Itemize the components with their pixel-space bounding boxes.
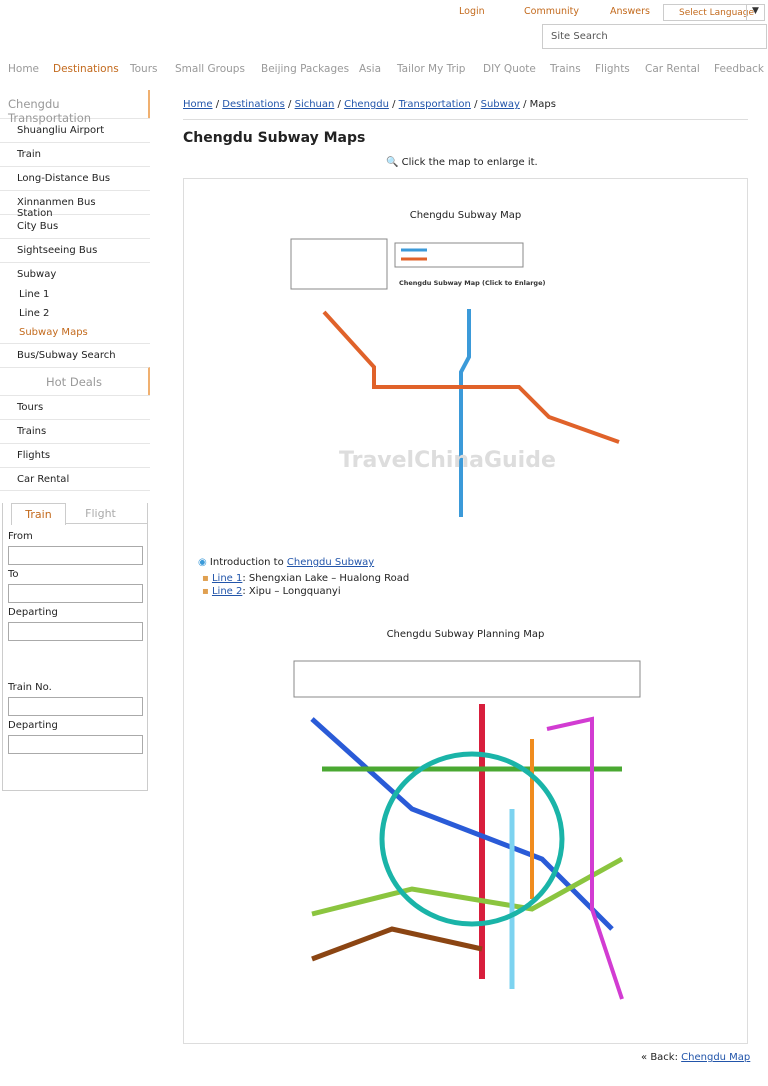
subway-icon: ◉ [198, 557, 207, 568]
to-label: To [8, 569, 19, 580]
sidebar-item[interactable]: Long-Distance Bus [0, 166, 150, 190]
sidebar: Chengdu Transportation Shuangliu Airport… [0, 90, 150, 491]
intro-prefix: Introduction to [209, 557, 284, 568]
line2-item: ▪ Line 2: Xipu – Longquanyi [202, 586, 341, 597]
maps-container: Chengdu Subway Map Chengdu Subway Map (C… [183, 178, 748, 1044]
nav-small-groups[interactable]: Small Groups [175, 63, 245, 75]
nav-diy-quote[interactable]: DIY Quote [483, 63, 536, 75]
hot-item[interactable]: Flights [0, 443, 150, 467]
booking-form: Train Flight From To Departing Train No.… [2, 503, 148, 791]
community-link[interactable]: Community [524, 6, 579, 17]
line1-item: ▪ Line 1: Shengxian Lake – Hualong Road [202, 573, 409, 584]
double-chevron-left-icon: « [641, 1052, 648, 1063]
from-input[interactable] [8, 546, 143, 565]
breadcrumb-transportation[interactable]: Transportation [398, 99, 471, 110]
subway-map-image[interactable]: Chengdu Subway Map (Click to Enlarge) Tr… [289, 237, 639, 537]
to-input[interactable] [8, 584, 143, 603]
sidebar-subitem[interactable]: Line 2 [19, 308, 50, 319]
line1-link[interactable]: Line 1 [211, 573, 243, 584]
map2-title: Chengdu Subway Planning Map [386, 629, 545, 640]
departing-input[interactable] [8, 622, 143, 641]
hot-item[interactable]: Car Rental [0, 467, 150, 491]
breadcrumb-current: Maps [529, 99, 556, 110]
login-link[interactable]: Login [459, 6, 485, 17]
answers-link[interactable]: Answers [610, 6, 650, 17]
sidebar-item[interactable]: Bus/Subway Search [0, 343, 150, 367]
line2-path [322, 310, 620, 444]
nav-car-rental[interactable]: Car Rental [645, 63, 700, 75]
nav-home[interactable]: Home [8, 63, 40, 75]
svg-text:TravelChinaGuide: TravelChinaGuide [339, 448, 556, 473]
departing-label-2: Departing [8, 720, 58, 731]
back-label: Back: [650, 1052, 678, 1063]
map1-title: Chengdu Subway Map [409, 210, 522, 221]
nav-asia[interactable]: Asia [359, 63, 382, 75]
sidebar-item[interactable]: Xinnanmen Bus Station [0, 190, 150, 219]
sidebar-item[interactable]: Shuangliu Airport [0, 118, 150, 142]
hot-item[interactable]: Trains [0, 419, 150, 443]
hot-item[interactable]: Tours [0, 395, 150, 419]
chengdu-map-link[interactable]: Chengdu Map [681, 1052, 751, 1063]
enlarge-hint-text: Click the map to enlarge it. [401, 157, 538, 168]
departing-input-2[interactable] [8, 735, 143, 754]
enlarge-hint: 🔍 Click the map to enlarge it. [386, 157, 538, 168]
hot-deals-title: Hot Deals [0, 367, 150, 395]
departing-label: Departing [8, 607, 58, 618]
train-no-input[interactable] [8, 697, 143, 716]
sidebar-item[interactable]: Train [0, 142, 150, 166]
nav-tailor[interactable]: Tailor My Trip [397, 63, 466, 75]
back-link-row: « Back: Chengdu Map [641, 1052, 750, 1063]
train-no-label: Train No. [8, 682, 52, 693]
bullet-icon: ▪ [202, 573, 209, 584]
breadcrumb: Home / Destinations / Sichuan / Chengdu … [183, 99, 556, 110]
language-label: Select Language [679, 8, 755, 18]
sidebar-item[interactable]: Subway [0, 262, 150, 286]
breadcrumb-chengdu[interactable]: Chengdu [344, 99, 389, 110]
sidebar-subitem-active[interactable]: Subway Maps [19, 327, 88, 338]
map1-caption: Chengdu Subway Map (Click to Enlarge) [399, 279, 545, 287]
from-label: From [8, 531, 33, 542]
chevron-down-icon: ▼ [746, 5, 764, 20]
breadcrumb-destinations[interactable]: Destinations [222, 99, 285, 110]
nav-destinations[interactable]: Destinations [53, 63, 119, 75]
nav-beijing-packages[interactable]: Beijing Packages [261, 63, 350, 75]
map-legend [290, 238, 388, 290]
sidebar-subitem[interactable]: Line 1 [19, 289, 50, 300]
breadcrumb-home[interactable]: Home [183, 99, 213, 110]
bullet-icon: ▪ [202, 586, 209, 597]
intro-line: ◉ Introduction to Chengdu Subway [198, 557, 374, 568]
tab-train[interactable]: Train [11, 503, 66, 525]
planning-map-image[interactable] [292, 659, 642, 1004]
line1-path [459, 309, 471, 517]
line1-text: : Shengxian Lake – Hualong Road [242, 573, 410, 584]
page-title: Chengdu Subway Maps [183, 130, 366, 146]
nav-tours[interactable]: Tours [130, 63, 158, 75]
nav-flights[interactable]: Flights [595, 63, 630, 75]
sidebar-title: Chengdu Transportation [0, 90, 150, 125]
line2-link[interactable]: Line 2 [211, 586, 243, 597]
site-search-input[interactable]: Site Search [542, 24, 767, 49]
language-select[interactable]: Select Language▼ [663, 4, 765, 21]
breadcrumb-subway[interactable]: Subway [480, 99, 520, 110]
nav-feedback[interactable]: Feedback [714, 63, 765, 75]
sidebar-item[interactable]: Sightseeing Bus [0, 238, 150, 262]
map-line-legend [394, 242, 524, 268]
tab-flight[interactable]: Flight [85, 507, 116, 520]
nav-trains[interactable]: Trains [550, 63, 581, 75]
magnifier-icon: 🔍 [386, 157, 399, 168]
line2-text: : Xipu – Longquanyi [242, 586, 341, 597]
sidebar-item[interactable]: City Bus [0, 214, 150, 238]
chengdu-subway-link[interactable]: Chengdu Subway [286, 557, 375, 568]
breadcrumb-sichuan[interactable]: Sichuan [294, 99, 335, 110]
